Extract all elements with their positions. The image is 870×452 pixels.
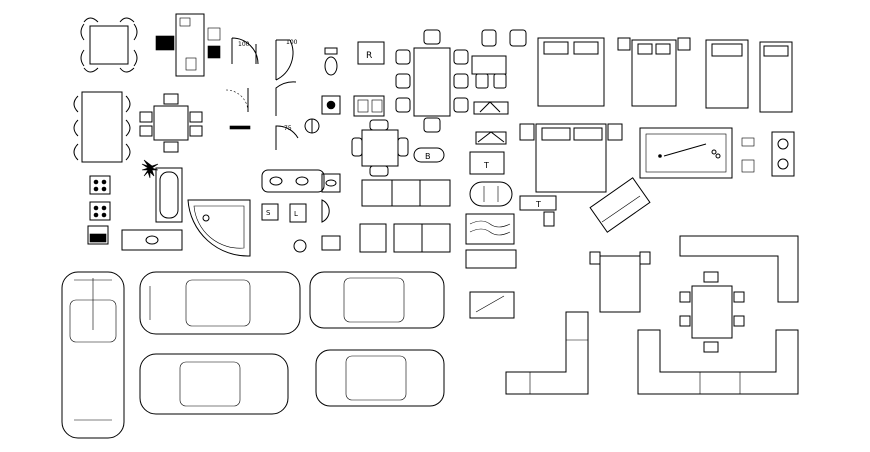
toilet-stall-blocks: S L <box>261 199 341 253</box>
stall-label: S <box>266 209 271 217</box>
rectangular-dining-table-8-block <box>395 29 469 133</box>
kitchen-sink-block <box>353 95 385 117</box>
door-dimension-label: 100 <box>286 39 298 46</box>
suv-top-view-block-2 <box>315 349 445 407</box>
l-sofa-corner-block <box>505 311 589 395</box>
single-bed-with-nightstands-block <box>617 37 691 107</box>
lounge-dining-table-block <box>679 271 745 353</box>
fridge-label: R <box>366 51 372 61</box>
sedan-top-view-block-2 <box>139 353 289 415</box>
bathtub-block <box>155 167 183 223</box>
office-desk-block <box>155 13 221 77</box>
appliance-icons-block <box>741 131 795 177</box>
square-table-4-chairs-block <box>139 93 203 153</box>
bathroom-vanity-block <box>465 249 517 319</box>
table-t-block-1: T <box>469 151 505 175</box>
two-seat-sofa-block <box>359 223 451 253</box>
stove-and-oven-blocks <box>87 175 111 245</box>
bathtub-label-block: B <box>413 147 445 163</box>
bathtub-label: B <box>425 152 431 161</box>
table-label: T <box>483 161 489 170</box>
sedan-top-view-block-1 <box>139 271 301 335</box>
plant-icon <box>141 159 159 179</box>
single-bed-small-block <box>589 251 651 313</box>
sink-counter-block <box>121 229 183 251</box>
corner-shower-block <box>187 199 251 257</box>
round-table-block <box>351 119 409 177</box>
square-dining-table-block <box>80 17 138 73</box>
single-bed-block <box>705 39 749 109</box>
door-swing-blocks: 100 100 75 <box>225 37 299 150</box>
oval-rug-block <box>469 181 513 207</box>
double-bed-block <box>537 37 605 107</box>
carpet-pattern-block <box>465 213 515 245</box>
table-t-block-2: T <box>519 195 557 227</box>
fridge-block: R <box>357 41 385 65</box>
wash-basin-pair-block <box>261 169 341 193</box>
tv-unit-block <box>473 101 509 145</box>
u-sofa-lounge-block <box>637 235 799 395</box>
door-dimension-label: 75 <box>284 125 292 132</box>
toilet-and-sink-blocks <box>304 47 341 134</box>
long-dining-table-6-block <box>73 91 131 163</box>
armchair-blocks <box>471 29 527 89</box>
stall-label: L <box>294 210 298 218</box>
narrow-bed-block <box>759 41 793 113</box>
double-bed-large-block <box>519 123 623 193</box>
billiard-table-block <box>639 127 733 179</box>
table-label: T <box>535 200 541 209</box>
three-seat-sofa-block <box>361 179 451 207</box>
sun-lounger-block <box>589 177 651 233</box>
door-dimension-label: 100 <box>238 41 250 48</box>
car-top-view-vertical-block <box>61 271 125 439</box>
suv-top-view-block-1 <box>309 271 445 329</box>
